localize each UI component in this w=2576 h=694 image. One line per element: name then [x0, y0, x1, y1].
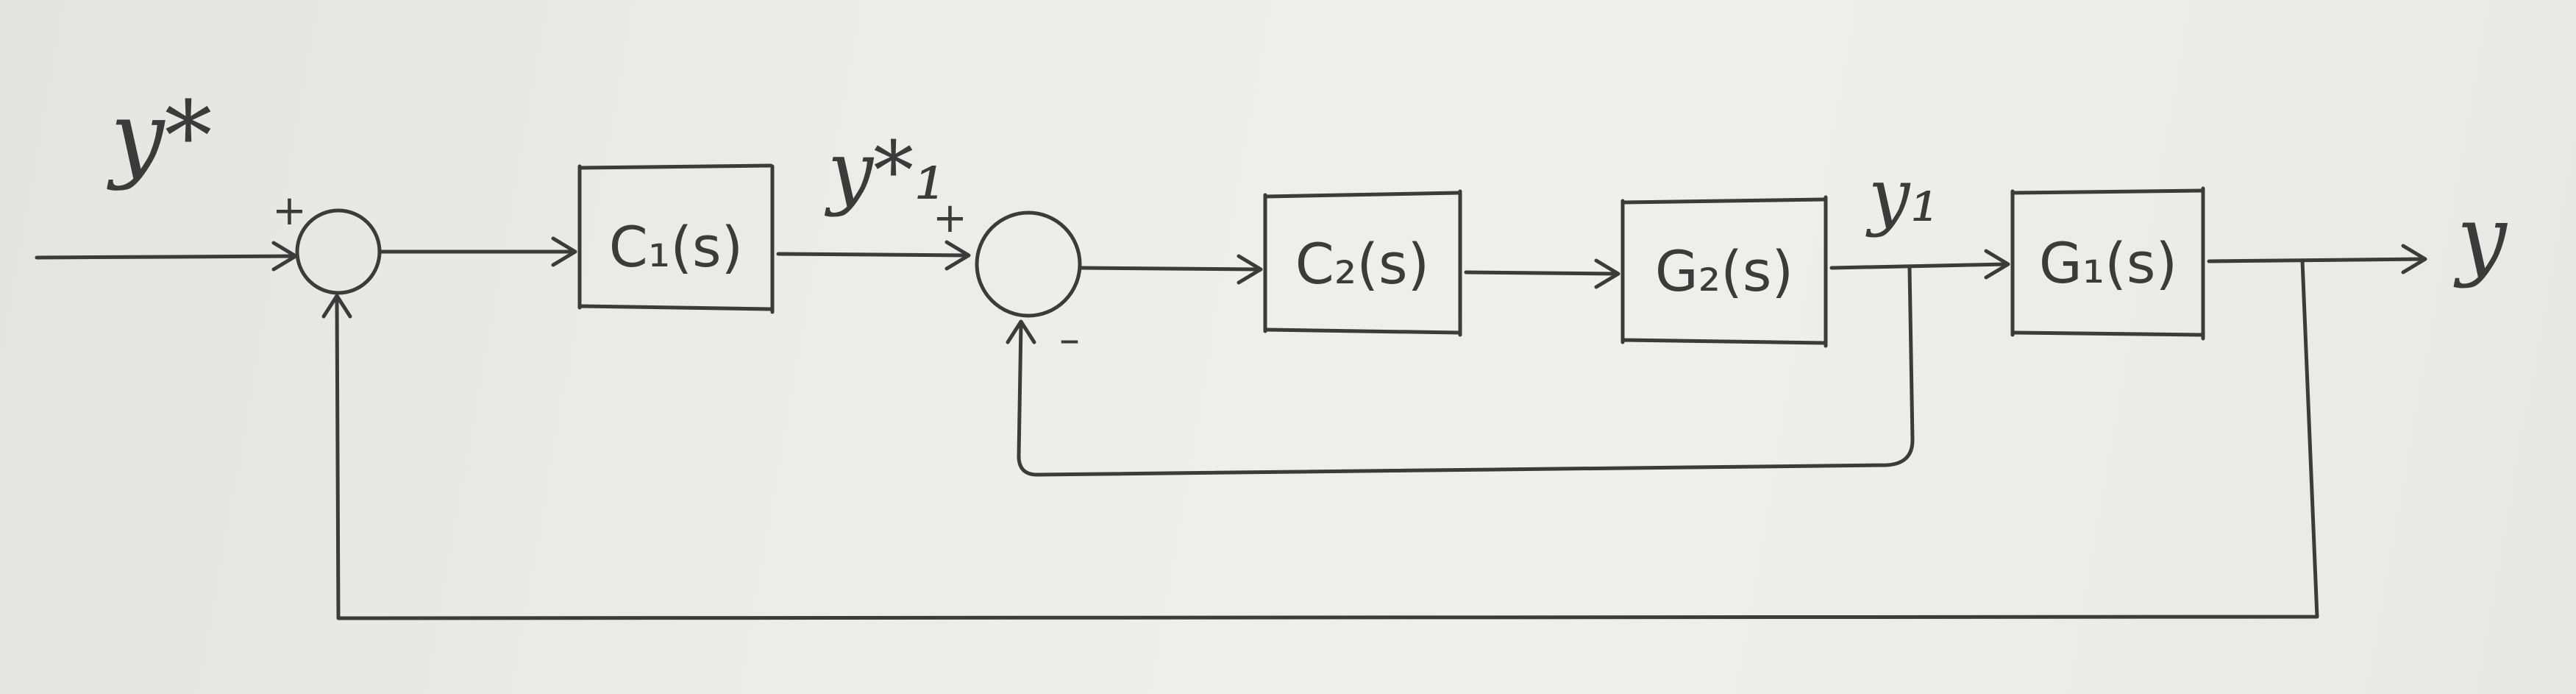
arrow-to-g1 — [1829, 249, 2010, 280]
outer-summing-junction — [295, 208, 382, 295]
inner-feedback-path — [1006, 266, 1915, 477]
reference-signal-label: y* — [107, 80, 212, 192]
arrow-to-c2 — [1079, 254, 1263, 285]
output-signal-label: y — [2453, 188, 2508, 290]
outer-feedback-path — [321, 258, 2319, 620]
inner-summing-junction — [975, 210, 1082, 318]
inner-plus-sign: + — [933, 194, 967, 242]
inner-output-signal-label: y₁ — [1865, 152, 1940, 238]
inner-minus-sign: – — [1059, 316, 1080, 364]
block-c1 — [577, 163, 775, 314]
input-arrow — [35, 241, 298, 272]
block-g2 — [1620, 195, 1828, 348]
output-arrow — [2207, 244, 2427, 275]
block-c2-label: C₂(s) — [1295, 231, 1429, 297]
block-g2-label: G₂(s) — [1655, 238, 1793, 304]
inner-reference-signal-label: y*₁ — [824, 124, 946, 218]
block-g1-label: G₁(s) — [2039, 230, 2177, 296]
arrow-to-g2 — [1464, 258, 1620, 289]
block-c1-label: C₁(s) — [609, 214, 743, 280]
block-g1 — [2010, 186, 2205, 341]
block-c2 — [1263, 189, 1462, 337]
outer-plus-sign: + — [272, 187, 307, 235]
arrow-to-c1 — [379, 236, 577, 267]
arrow-to-inner-junction — [776, 240, 971, 271]
